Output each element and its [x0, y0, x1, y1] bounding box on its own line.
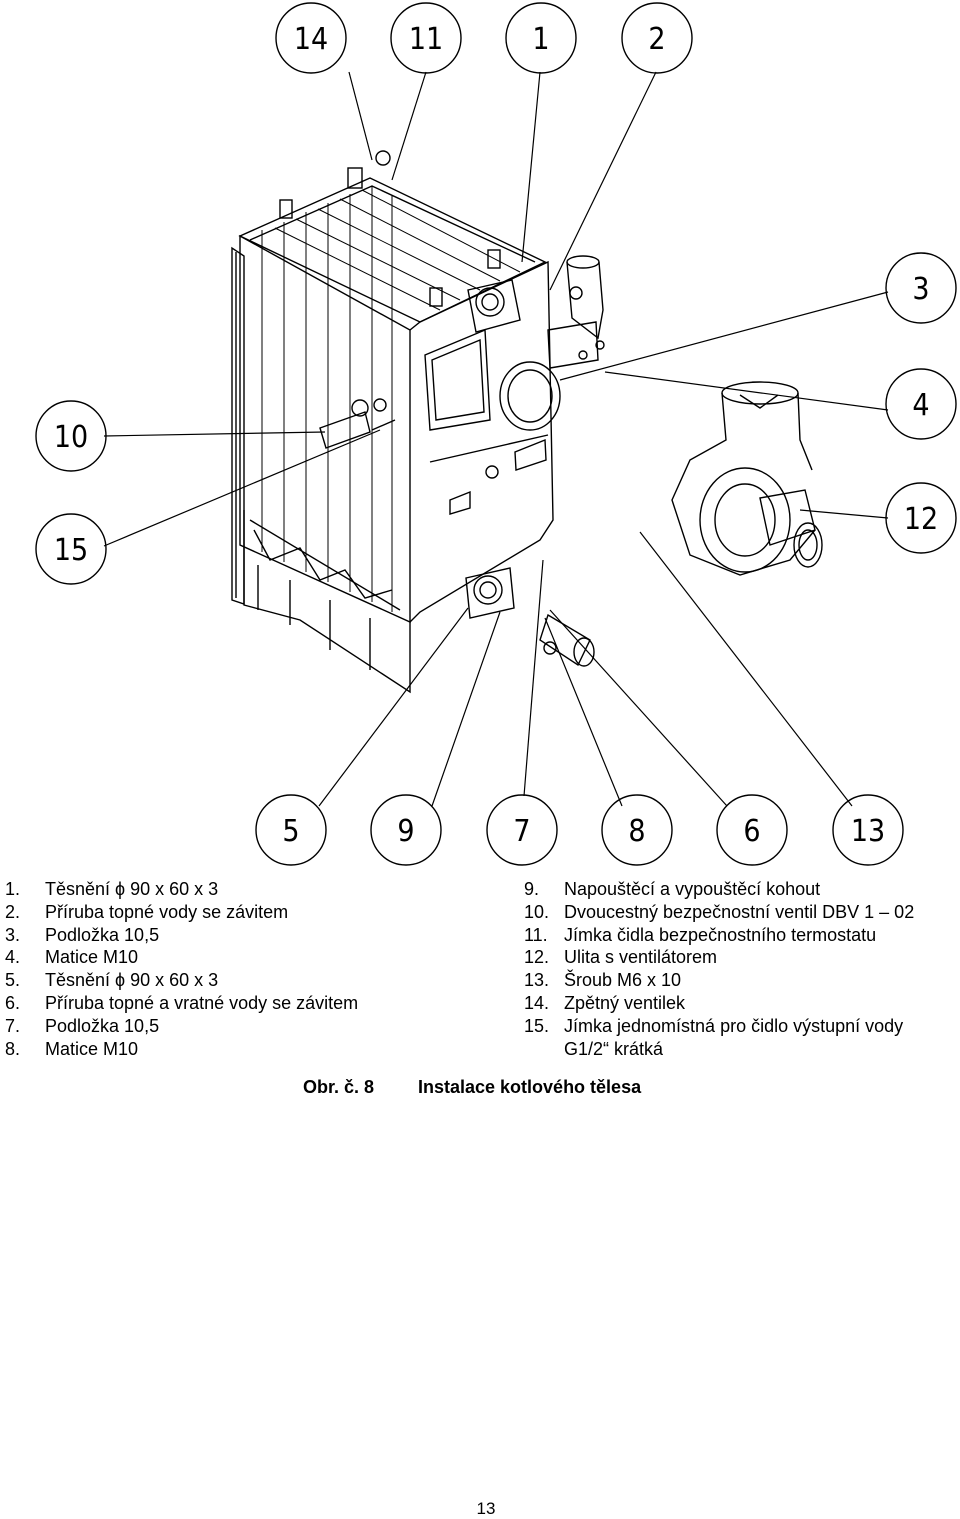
item-text: Matice M10	[45, 947, 139, 968]
parts-list-left: 1. Těsnění ϕ 90 x 60 x 3 2. Příruba topné …	[5, 878, 358, 1060]
item-number: 1.	[5, 879, 21, 899]
callout-label: 6	[743, 814, 760, 849]
item-text: Ulita s ventilátorem	[564, 947, 718, 968]
callout-label: 9	[397, 814, 414, 849]
item-text: Jímka čidla bezpečnostního termostatu	[564, 924, 877, 945]
item-number	[524, 1038, 564, 1061]
item-number: 13.	[524, 970, 550, 991]
figure-label: Obr. č. 8	[303, 1077, 375, 1097]
item-number: 10.	[524, 901, 550, 922]
list-item: 8. Matice M10	[5, 1038, 358, 1061]
list-item: 5. Těsnění ϕ 90 x 60 x 3	[5, 969, 358, 992]
item-number: 8.	[5, 1038, 21, 1059]
item-number: 5.	[5, 970, 21, 991]
callout-label: 7	[513, 814, 530, 849]
callout-circles	[35, 2, 957, 866]
page-number: 13	[476, 1499, 496, 1518]
lower-pipe	[539, 613, 595, 667]
fan-housing	[671, 381, 823, 576]
list-item: 14. Zpětný ventilek	[524, 992, 914, 1015]
callout-label: 15	[54, 533, 88, 568]
list-item: 3. Podložka 10,5	[5, 924, 358, 947]
item-text: Podložka 10,5	[45, 1015, 160, 1036]
callout-label: 3	[912, 272, 929, 307]
leader-lines	[103, 71, 889, 807]
list-item: 4. Matice M10	[5, 946, 358, 969]
item-number: 11.	[524, 924, 548, 945]
item-text: Těsnění ϕ 90 x 60 x 3	[45, 879, 219, 899]
callout-label: 1	[532, 22, 549, 57]
callout-label: 4	[912, 388, 929, 423]
list-item: G1/2“ krátká	[524, 1038, 914, 1061]
item-text: Šroub M6 x 10	[564, 970, 682, 991]
list-item: 15. Jímka jednomístná pro čidlo výstupní …	[524, 1015, 914, 1038]
callout-label: 5	[282, 814, 299, 849]
item-text: Podložka 10,5	[45, 924, 160, 945]
figure-title: Instalace kotlového tělesa	[418, 1077, 642, 1097]
item-number: 2.	[5, 901, 21, 922]
item-text: Matice M10	[45, 1038, 139, 1059]
list-item: 13. Šroub M6 x 10	[524, 969, 914, 992]
item-number: 6.	[5, 992, 21, 1013]
item-number: 7.	[5, 1015, 21, 1036]
item-number: 15.	[524, 1015, 550, 1036]
callout-label: 13	[851, 814, 885, 849]
item-number: 9.	[524, 879, 540, 899]
list-item: 2. Příruba topné vody se závitem	[5, 901, 358, 924]
item-number: 3.	[5, 924, 21, 945]
list-item: 7. Podložka 10,5	[5, 1015, 358, 1038]
item-text: Příruba topné vody se závitem	[45, 901, 289, 922]
item-text: Napouštěcí a vypouštěcí kohout	[564, 879, 821, 899]
callout-label: 2	[648, 22, 665, 57]
item-number: 12.	[524, 947, 550, 968]
list-item: 10. Dvoucestný bezpečnostní ventil DBV 1 …	[524, 901, 914, 924]
parts-list-right: 9. Napouštěcí a vypouštěcí kohout 10. Dvou…	[524, 878, 914, 1060]
callout-label: 10	[54, 420, 88, 455]
item-text: Příruba topné a vratné vody se závitem	[45, 992, 359, 1013]
list-item: 11. Jímka čidla bezpečnostního termostatu	[524, 924, 914, 947]
boiler-assembly-drawing: 14 11 1 2 3 4 10 15 12 5 9 7 8 6 13	[35, 2, 957, 866]
callout-label: 12	[904, 502, 938, 537]
item-text: Těsnění ϕ 90 x 60 x 3	[45, 970, 219, 991]
boiler-body	[231, 150, 561, 694]
elbow-pipe	[547, 255, 605, 369]
item-text: G1/2“ krátká	[564, 1038, 664, 1059]
item-text: Dvoucestný bezpečnostní ventil DBV 1 – 0…	[564, 901, 915, 922]
item-text: Jímka jednomístná pro čidlo výstupní vod…	[564, 1015, 904, 1036]
list-item: 9. Napouštěcí a vypouštěcí kohout	[524, 878, 914, 901]
list-item: 12. Ulita s ventilátorem	[524, 946, 914, 969]
callout-label: 8	[628, 814, 645, 849]
item-number: 4.	[5, 947, 21, 968]
item-text: Zpětný ventilek	[564, 992, 686, 1013]
list-item: 6. Příruba topné a vratné vody se závitem	[5, 992, 358, 1015]
callout-label: 14	[294, 22, 328, 57]
callout-label: 11	[409, 22, 443, 57]
item-number: 14.	[524, 992, 550, 1013]
callout-labels: 14 11 1 2 3 4 10 15 12 5 9 7 8 6 13	[54, 22, 938, 849]
list-item: 1. Těsnění ϕ 90 x 60 x 3	[5, 878, 358, 901]
